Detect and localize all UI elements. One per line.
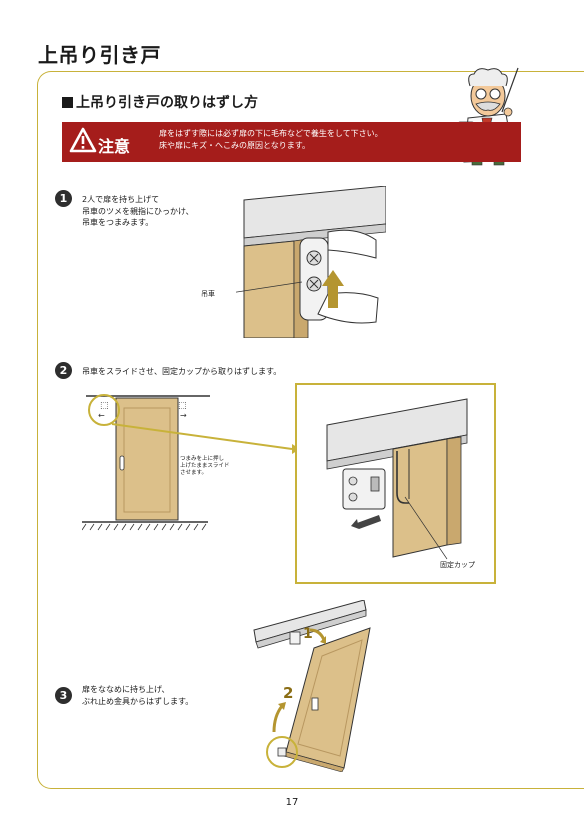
section-title: 上吊り引き戸の取りはずし方 [62,92,258,112]
svg-text:⬚: ⬚ [100,401,109,411]
content-panel [37,71,584,789]
svg-text:⬚: ⬚ [178,401,187,411]
warning-triangle-icon [69,127,97,153]
square-bullet-icon [62,97,73,108]
step-3-illustration [253,600,371,772]
step-2-text: 吊車をスライドさせ、固定カップから取りはずします。 [82,367,282,376]
step-2-overview-illustration: ⬚ ← ⬚ → [82,394,300,531]
step-1-line-1: 2人で扉を持ち上げて [82,195,160,204]
warning-banner: 注意 扉をはずす際には必ず扉の下に毛布などで養生をして下さい。 床や扉にキズ・へ… [62,122,521,162]
warning-line-1: 扉をはずす際には必ず扉の下に毛布などで養生をして下さい。 [159,129,383,138]
warning-line-2: 床や扉にキズ・へこみの原因となります。 [159,140,310,150]
step-2-number: 2 [55,362,72,379]
slide-note-line-3: させます。 [180,470,207,476]
fixed-cup-detail-illustration [326,398,468,560]
step-1-line-3: 吊車をつまみます。 [82,218,154,227]
step-3-line-2: ぶれ止め金具からはずします。 [82,696,194,706]
step-3-number: 3 [55,687,72,704]
warning-label: 注意 [98,137,131,156]
section-title-text: 上吊り引き戸の取りはずし方 [76,95,258,111]
slide-note-line-2: 上げたままスライド [180,463,230,469]
step-1-text: 2人で扉を持ち上げて 吊車のツメを親指にひっかけ、 吊車をつまみます。 [82,194,194,229]
step-3-line-1: 扉をななめに持ち上げ、 [82,685,170,694]
step-1-line-2: 吊車のツメを親指にひっかけ、 [82,206,194,216]
arrow-label-1: 1 [303,626,313,642]
slide-note: つまみを上に押し 上げたままスライド させます。 [180,456,229,477]
step-1-number: 1 [55,190,72,207]
page-title: 上吊り引き戸 [38,43,161,67]
step-3-text: 扉をななめに持ち上げ、 ぶれ止め金具からはずします。 [82,684,193,707]
slide-note-line-1: つまみを上に押し [180,456,225,462]
svg-text:→: → [180,411,187,420]
fixed-cup-callout: 固定カップ [440,561,475,569]
svg-text:←: ← [98,411,105,420]
step-1-illustration [236,186,386,338]
page-number: 17 [285,797,299,808]
arrow-label-2: 2 [283,684,294,702]
warning-text: 扉をはずす際には必ず扉の下に毛布などで養生をして下さい。 床や扉にキズ・へこみの… [159,128,383,151]
hanging-wheel-callout: 吊車 [201,290,215,298]
